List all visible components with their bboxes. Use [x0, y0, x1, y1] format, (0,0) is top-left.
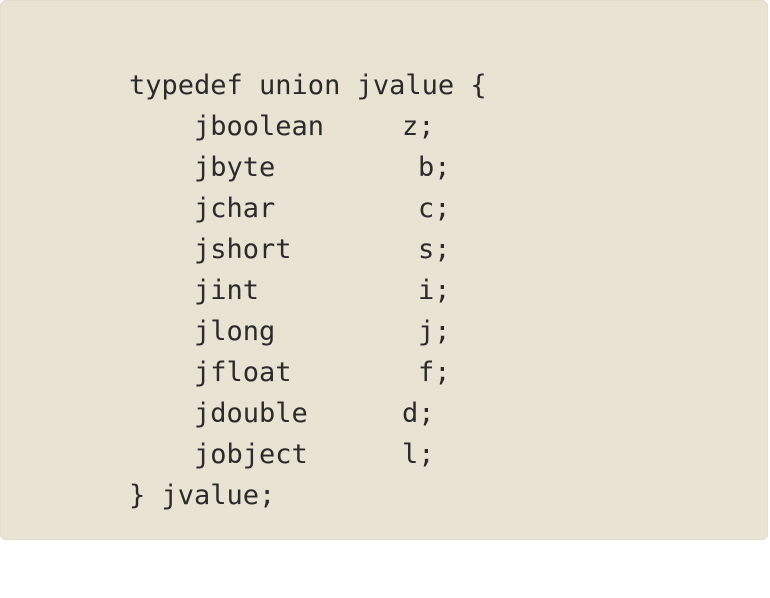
member-name: l; [402, 439, 435, 470]
union-member-jboolean: jboolean z; [129, 106, 487, 147]
member-type: jdouble [194, 398, 308, 429]
member-type: jshort [194, 234, 292, 265]
member-type: jboolean [194, 111, 325, 142]
union-member-jint: jint i; [129, 270, 487, 311]
member-name: f; [418, 357, 451, 388]
member-name: s; [418, 234, 451, 265]
union-member-jfloat: jfloat f; [129, 352, 487, 393]
union-declaration-line: typedef union jvalue { [129, 70, 487, 101]
member-name: i; [418, 275, 451, 306]
union-closing-line: } jvalue; [129, 480, 276, 511]
member-type: jbyte [194, 152, 276, 183]
code-panel: typedef union jvalue { jboolean z; jbyte… [0, 0, 768, 540]
union-member-jdouble: jdouble d; [129, 393, 487, 434]
member-name: z; [402, 111, 435, 142]
union-member-jchar: jchar c; [129, 188, 487, 229]
member-name: d; [402, 398, 435, 429]
member-type: jfloat [194, 357, 292, 388]
union-member-jobject: jobject l; [129, 434, 487, 475]
union-member-jbyte: jbyte b; [129, 147, 487, 188]
union-member-jshort: jshort s; [129, 229, 487, 270]
code-block: typedef union jvalue { jboolean z; jbyte… [129, 65, 487, 516]
member-name: j; [418, 316, 451, 347]
member-type: jint [194, 275, 260, 306]
member-type: jobject [194, 439, 308, 470]
union-member-jlong: jlong j; [129, 311, 487, 352]
member-type: jlong [194, 316, 276, 347]
member-name: b; [418, 152, 451, 183]
member-type: jchar [194, 193, 276, 224]
member-name: c; [418, 193, 451, 224]
